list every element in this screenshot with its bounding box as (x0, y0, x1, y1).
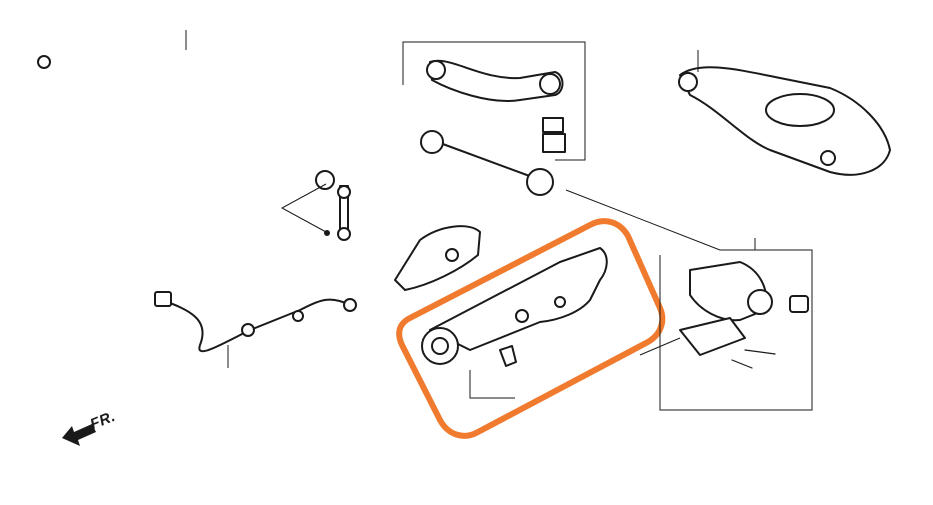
stabilizer-link (280, 183, 351, 241)
trailing-arm-highlight (396, 218, 666, 439)
lateral-link (420, 130, 554, 196)
upper-arm-group (402, 41, 586, 161)
knuckle-group (565, 189, 813, 411)
trailing-arm (421, 247, 608, 399)
front-indicator-arrow-icon (62, 424, 96, 446)
upper-bracket (394, 225, 481, 291)
lower-control-arm (678, 50, 891, 176)
stabilizer-bar (37, 30, 344, 190)
abs-sensor-wire (154, 291, 357, 368)
